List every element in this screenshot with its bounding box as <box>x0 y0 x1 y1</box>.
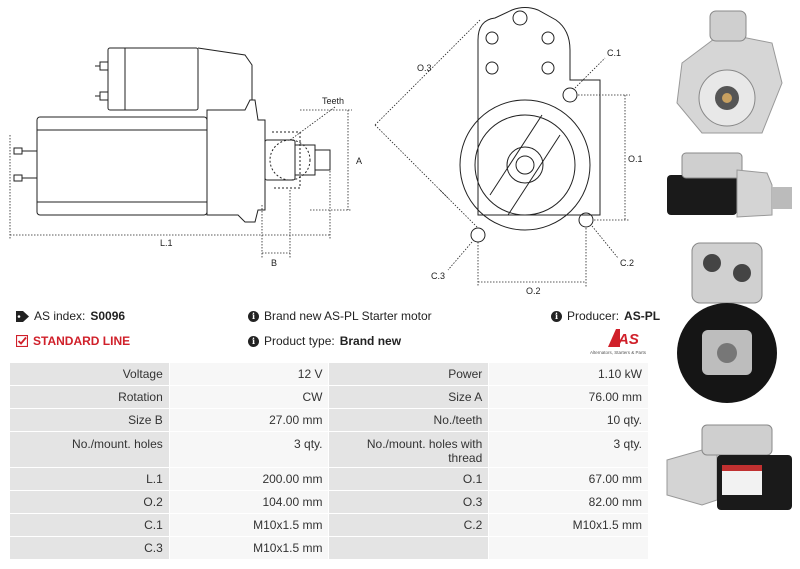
spec-value: 10 qty. <box>488 408 649 432</box>
spec-label: Size B <box>9 408 170 432</box>
label-o3: O.3 <box>417 63 432 73</box>
table-row: L.1 200.00 mm O.1 67.00 mm <box>9 467 649 491</box>
as-index-row: AS index: S0096 <box>16 309 125 323</box>
spec-value: 12 V <box>168 362 330 386</box>
spec-value: M10x1.5 mm <box>488 513 649 537</box>
spec-value: CW <box>168 385 330 409</box>
tag-icon <box>16 310 29 322</box>
spec-label: No./teeth <box>328 408 490 432</box>
spec-label: No./mount. holes <box>9 431 170 468</box>
spec-label: C.3 <box>9 536 170 560</box>
description-text: Brand new AS-PL Starter motor <box>264 309 432 323</box>
label-o1: O.1 <box>628 154 643 164</box>
front-view <box>459 7 601 243</box>
front-dimensions <box>374 19 630 287</box>
spec-value: 67.00 mm <box>488 467 649 491</box>
spec-label: Voltage <box>9 362 170 386</box>
spec-value: 104.00 mm <box>168 490 330 514</box>
table-row: O.2 104.00 mm O.3 82.00 mm <box>9 490 649 514</box>
table-row: No./mount. holes 3 qty. No./mount. holes… <box>9 431 649 468</box>
photo-rear <box>662 238 796 408</box>
spec-value: 76.00 mm <box>488 385 649 409</box>
producer-label: Producer: <box>567 309 620 323</box>
as-index-value: S0096 <box>90 309 126 323</box>
spec-label: O.3 <box>328 490 490 514</box>
spec-value: 27.00 mm <box>168 408 330 432</box>
side-view <box>13 47 331 223</box>
specs-table: Voltage 12 V Power 1.10 kW Rotation CW S… <box>9 362 649 560</box>
spec-label: C.2 <box>328 513 490 537</box>
logo-text: AS <box>617 331 639 348</box>
producer-row: i Producer: AS-PL <box>551 309 660 323</box>
standard-line-row: STANDARD LINE <box>16 334 130 348</box>
photo-side-label <box>662 420 796 515</box>
label-teeth: Teeth <box>322 96 344 106</box>
label-b: B <box>271 258 277 268</box>
product-type-value: Brand new <box>339 334 402 348</box>
info-icon: i <box>551 310 562 322</box>
spec-value: 1.10 kW <box>488 362 649 386</box>
label-c3: C.3 <box>431 271 445 281</box>
as-index-label: AS index: <box>34 309 86 323</box>
producer-value: AS-PL <box>624 309 661 323</box>
starter-motor-drawing: Teeth A B L.1 <box>9 7 643 296</box>
checkbox-icon <box>16 335 28 347</box>
side-dimensions <box>9 106 352 258</box>
spec-value: 3 qty. <box>168 431 330 468</box>
standard-line-text: STANDARD LINE <box>33 334 131 348</box>
product-type-label: Product type: <box>264 334 335 348</box>
label-c1: C.1 <box>607 48 621 58</box>
spec-label: O.2 <box>9 490 170 514</box>
photo-front-angle <box>662 3 796 145</box>
technical-drawing: Teeth A B L.1 <box>0 0 660 300</box>
photo-side <box>662 145 796 225</box>
description-row: i Brand new AS-PL Starter motor <box>248 309 432 323</box>
spec-label: O.1 <box>328 467 490 491</box>
spec-value <box>488 536 649 560</box>
spec-label: No./mount. holes with thread <box>328 431 490 468</box>
spec-value: 3 qty. <box>488 431 649 468</box>
table-row: Rotation CW Size A 76.00 mm <box>9 385 649 409</box>
label-o2: O.2 <box>526 286 541 296</box>
product-type-row: i Product type: Brand new <box>248 334 401 348</box>
table-row: C.3 M10x1.5 mm <box>9 536 649 560</box>
spec-value: 200.00 mm <box>168 467 330 491</box>
product-photos <box>660 0 800 569</box>
info-icon: i <box>248 310 259 322</box>
spec-value: 82.00 mm <box>488 490 649 514</box>
spec-label <box>328 536 490 560</box>
table-row: Size B 27.00 mm No./teeth 10 qty. <box>9 408 649 432</box>
table-row: C.1 M10x1.5 mm C.2 M10x1.5 mm <box>9 513 649 537</box>
as-pl-logo: AS Alternators, Starters & Parts <box>590 325 652 357</box>
label-c2: C.2 <box>620 258 634 268</box>
spec-value: M10x1.5 mm <box>168 513 330 537</box>
spec-label: Rotation <box>9 385 170 409</box>
spec-label: C.1 <box>9 513 170 537</box>
spec-label: Power <box>328 362 490 386</box>
logo-subtext: Alternators, Starters & Parts <box>590 350 647 355</box>
spec-value: M10x1.5 mm <box>168 536 330 560</box>
spec-label: Size A <box>328 385 490 409</box>
spec-label: L.1 <box>9 467 170 491</box>
label-l1: L.1 <box>160 238 173 248</box>
label-a: A <box>356 156 362 166</box>
table-row: Voltage 12 V Power 1.10 kW <box>9 362 649 386</box>
info-icon: i <box>248 335 259 347</box>
